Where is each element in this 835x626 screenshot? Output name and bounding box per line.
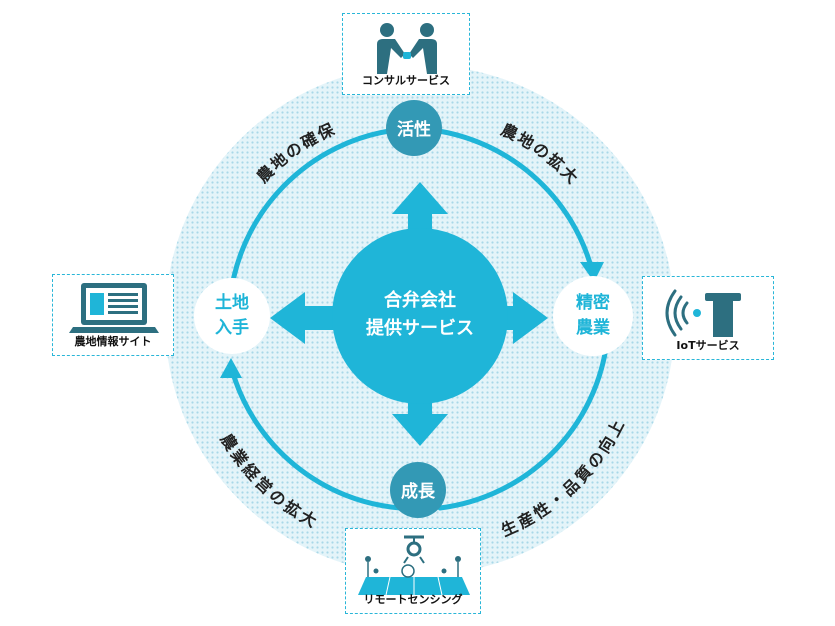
center-label-line2: 提供サービス [366,317,474,339]
node-bottom-circle [390,462,446,518]
ring-arc-top-right [429,127,595,273]
sensor-icon [665,289,741,337]
node-top-label: 活性 [397,119,431,140]
service-label-iot: IoTサービス [676,339,740,352]
ring-arc-bottom-left [229,367,403,511]
ring-arc-right-bottom [437,327,611,511]
drone-field-icon [358,535,470,596]
node-left-label-line2: 入手 [215,317,249,338]
node-right-label-line1: 精密 [576,292,610,313]
service-box-remote-sensing: リモートセンシング [345,528,481,614]
node-top-circle [386,100,442,156]
ring-arrow-right [580,262,604,282]
laptop-icon [69,283,159,333]
center-label-line1: 合弁会社 [384,289,456,311]
service-box-consulting: コンサルサービス [342,13,470,95]
node-left-circle [194,278,270,354]
node-right-circle [553,276,633,356]
node-left-label-line1: 土地 [215,292,249,313]
service-label-farmland-site: 農地情報サイト [74,335,152,348]
service-box-iot: IoTサービス [642,276,774,360]
cycle-ring [227,127,611,511]
arrow-left [270,292,350,344]
ring-arrow-left [220,358,242,378]
arrow-down [392,370,448,446]
center-circle [332,228,508,404]
center-arrows [270,182,548,446]
node-bottom-label: 成長 [401,481,436,502]
service-label-consulting: コンサルサービス [362,74,450,87]
service-box-farmland-site: 農地情報サイト [52,274,174,356]
arrow-up [392,182,448,260]
arrow-right [470,292,548,344]
handshake-icon [377,23,437,74]
service-label-remote-sensing: リモートセンシング [363,593,463,606]
node-right-label-line2: 農業 [576,317,610,338]
ring-arc-left-top [227,127,399,303]
